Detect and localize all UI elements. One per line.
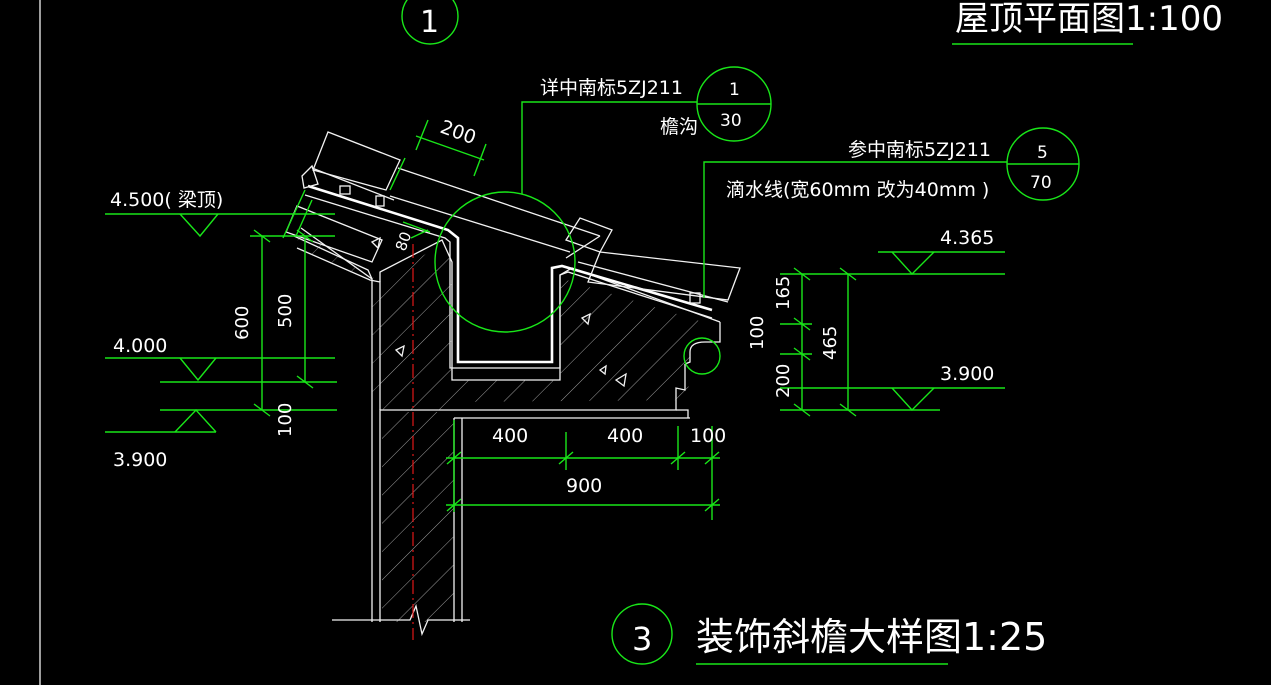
callout-1-sub: 檐沟: [660, 116, 698, 138]
plan-ref-circle: [401, 0, 459, 45]
callout-2-ref: 参中南标5ZJ211: [848, 139, 991, 161]
elev-4365: 4.365: [940, 227, 994, 249]
callout-1-bottom: 30: [720, 111, 742, 131]
plan-title: 屋顶平面图1:100: [955, 0, 1223, 39]
dim-900: 900: [566, 475, 602, 497]
tile-dimension: [389, 119, 487, 191]
dim-200-tile: 200: [437, 116, 479, 149]
dim-200-right: 200: [773, 364, 794, 398]
callout-1-leader: [521, 101, 697, 194]
drip-detail-circle: [683, 337, 721, 375]
structure-outline: [285, 131, 741, 640]
dim-100-left: 100: [275, 403, 296, 437]
callout-1-ref: 详中南标5ZJ211: [540, 77, 683, 99]
elev-3900-right: 3.900: [940, 363, 994, 385]
left-elevation-marks: [105, 213, 337, 433]
dim-80: 80: [392, 229, 415, 253]
gutter-depth-dim: [282, 189, 431, 239]
dim-400-b: 400: [607, 425, 643, 447]
callout-2-sub: 滴水线(宽60mm 改为40mm ): [726, 179, 989, 201]
callout-2-top: 5: [1037, 143, 1048, 163]
gutter-detail-circle: [434, 191, 576, 333]
dim-165: 165: [773, 276, 794, 310]
dim-400-a: 400: [492, 425, 528, 447]
detail-number-circle: [611, 603, 673, 665]
dim-465: 465: [820, 326, 841, 360]
detail-number: 3: [632, 620, 652, 658]
callout-2-leader: [703, 161, 1007, 298]
callout-1-top: 1: [729, 80, 740, 100]
dim-500: 500: [275, 294, 296, 328]
dim-100-bottom: 100: [690, 425, 726, 447]
bottom-dimension-lines: [446, 420, 720, 520]
callout-2-bottom: 70: [1030, 173, 1052, 193]
plan-ref-number: 1: [420, 5, 439, 40]
dim-600: 600: [232, 306, 253, 340]
right-elevation-marks: [780, 251, 1005, 417]
elev-4000: 4.000: [113, 335, 167, 357]
drawing-title: 装饰斜檐大样图1:25: [696, 615, 1047, 659]
dim-100-drip: 100: [747, 316, 768, 350]
elev-3900-left: 3.900: [113, 449, 167, 471]
elev-4500: 4.500( 梁顶): [110, 189, 223, 211]
